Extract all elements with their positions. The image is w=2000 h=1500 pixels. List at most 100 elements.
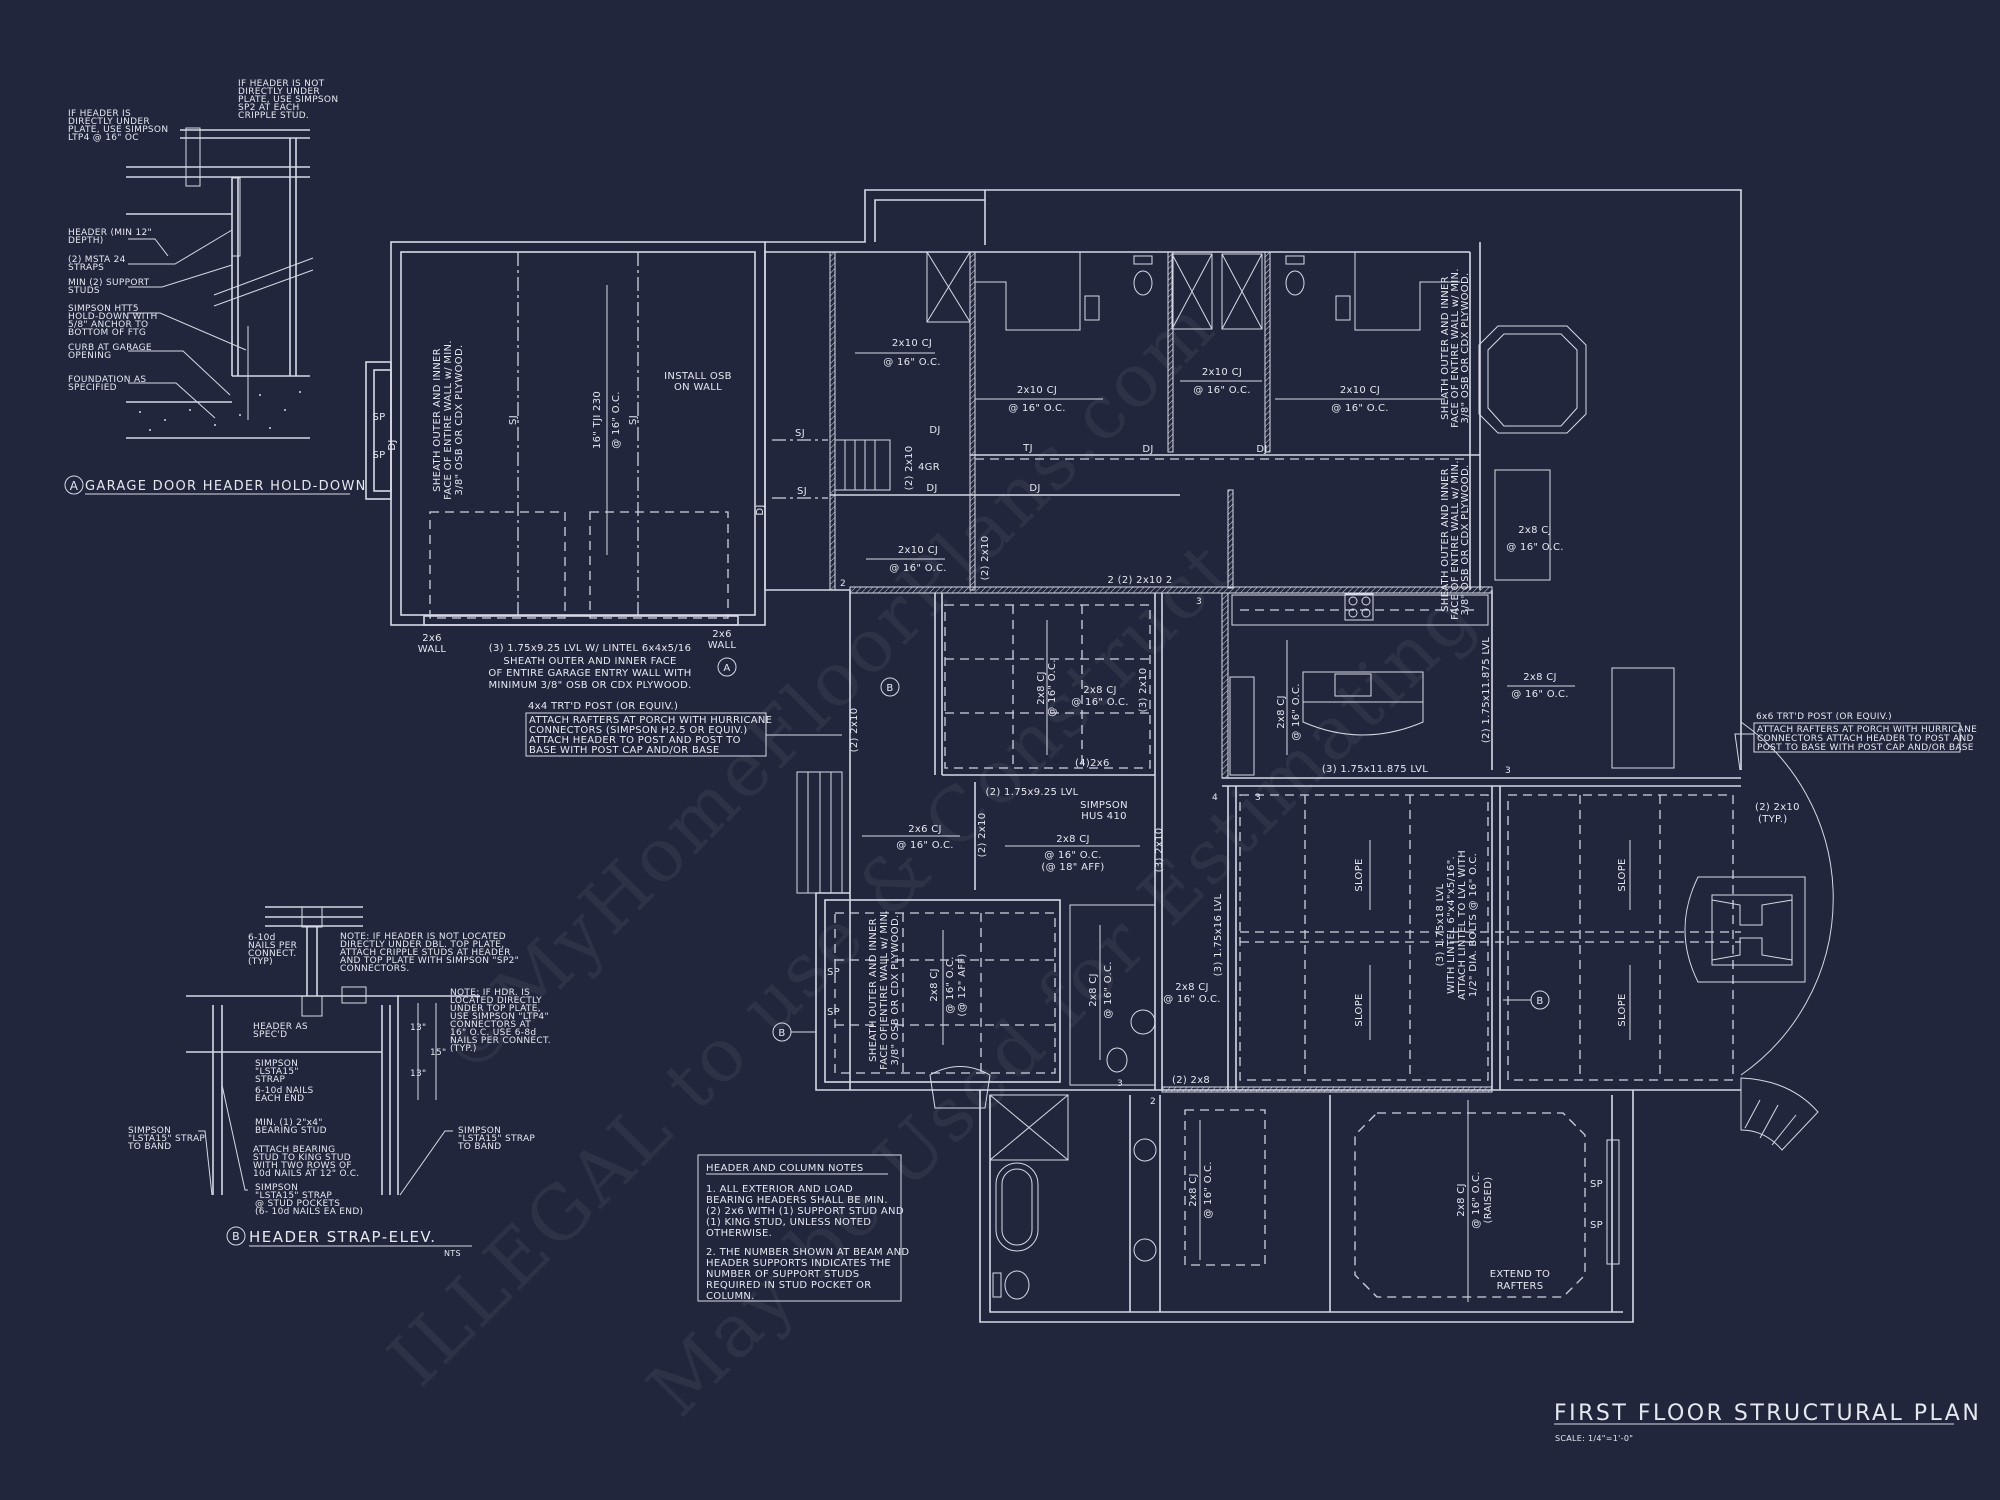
svg-text:"LSTA15": "LSTA15" xyxy=(255,1067,299,1077)
svg-text:2x10 CJ: 2x10 CJ xyxy=(898,545,938,556)
svg-text:NTS: NTS xyxy=(444,1249,461,1258)
svg-text:BASE WITH POST CAP AND/OR BASE: BASE WITH POST CAP AND/OR BASE xyxy=(529,745,720,756)
svg-text:OF ENTIRE GARAGE ENTRY WALL WI: OF ENTIRE GARAGE ENTRY WALL WITH xyxy=(488,668,691,679)
svg-text:4: 4 xyxy=(1212,793,1218,803)
svg-text:TO BAND: TO BAND xyxy=(127,1142,172,1152)
svg-text:"LSTA15" STRAP: "LSTA15" STRAP xyxy=(128,1134,205,1144)
svg-text:2x10 CJ: 2x10 CJ xyxy=(892,338,932,349)
svg-text:2x10 CJ: 2x10 CJ xyxy=(1202,367,1242,378)
svg-text:3: 3 xyxy=(1196,597,1202,607)
svg-text:@ STUD POCKETS: @ STUD POCKETS xyxy=(255,1199,340,1209)
svg-text:@ 16" O.C.: @ 16" O.C. xyxy=(1331,403,1389,414)
svg-text:10d NAILS AT 12" O.C.: 10d NAILS AT 12" O.C. xyxy=(253,1169,359,1179)
svg-text:6-10d: 6-10d xyxy=(248,933,276,943)
svg-text:ATTACH LINTEL TO LVL WITH: ATTACH LINTEL TO LVL WITH xyxy=(1457,850,1468,1000)
svg-text:2x8 CJ: 2x8 CJ xyxy=(1188,1173,1199,1207)
svg-text:(1) KING STUD, UNLESS NOTED: (1) KING STUD, UNLESS NOTED xyxy=(706,1217,871,1228)
svg-text:2x6 CJ: 2x6 CJ xyxy=(908,824,942,835)
svg-text:3/8" OSB OR CDX PLYWOOD.: 3/8" OSB OR CDX PLYWOOD. xyxy=(890,915,901,1066)
dining-coffered-ceiling xyxy=(944,604,1151,769)
svg-text:WALL: WALL xyxy=(708,640,737,651)
svg-text:2. THE NUMBER SHOWN AT BEAM AN: 2. THE NUMBER SHOWN AT BEAM AND xyxy=(706,1247,909,1258)
svg-text:LTP4 @ 16" OC: LTP4 @ 16" OC xyxy=(68,133,139,143)
svg-text:OPENING: OPENING xyxy=(68,351,111,361)
svg-text:1/2" DIA. BOLTS @ 16" O.C.: 1/2" DIA. BOLTS @ 16" O.C. xyxy=(1468,853,1479,997)
svg-text:(3) 1.75x18 LVL: (3) 1.75x18 LVL xyxy=(1435,883,1446,966)
svg-text:DJ: DJ xyxy=(929,425,940,436)
svg-text:(2) 2x10: (2) 2x10 xyxy=(977,813,988,858)
svg-text:2x10 CJ: 2x10 CJ xyxy=(1340,385,1380,396)
svg-text:13": 13" xyxy=(410,1023,427,1033)
detail-b-title: HEADER STRAP-ELEV. xyxy=(249,1228,437,1246)
svg-text:2x8 CJ: 2x8 CJ xyxy=(1088,973,1099,1007)
svg-text:FACE OF ENTIRE WALL w/ MIN.: FACE OF ENTIRE WALL w/ MIN. xyxy=(1450,460,1461,620)
svg-text:(2) 2x10: (2) 2x10 xyxy=(980,536,991,581)
svg-text:IF HEADER IS NOT: IF HEADER IS NOT xyxy=(238,79,325,89)
svg-text:(6- 10d NAILS EA END): (6- 10d NAILS EA END) xyxy=(255,1207,363,1217)
svg-text:3: 3 xyxy=(1117,1079,1123,1089)
svg-text:CONNECTORS.: CONNECTORS. xyxy=(340,964,410,974)
svg-text:DJ: DJ xyxy=(755,504,766,515)
detail-a-marker xyxy=(64,475,84,495)
svg-text:SHEATH OUTER AND INNER: SHEATH OUTER AND INNER xyxy=(868,918,879,1062)
svg-text:2x8 CJ: 2x8 CJ xyxy=(1518,525,1552,536)
svg-text:(3) 2x10: (3) 2x10 xyxy=(1138,668,1149,713)
svg-text:SLOPE: SLOPE xyxy=(1617,858,1628,891)
svg-text:DIRECTLY UNDER: DIRECTLY UNDER xyxy=(238,87,320,97)
svg-text:SIMPSON: SIMPSON xyxy=(1080,800,1128,811)
porch-note-right: 6x6 TRT'D POST (OR EQUIV.) ATTACH RAFTER… xyxy=(1734,712,1977,771)
svg-text:DIRECTLY UNDER DBL. TOP PLATE,: DIRECTLY UNDER DBL. TOP PLATE, xyxy=(340,940,504,950)
svg-text:B: B xyxy=(1536,996,1543,1007)
svg-text:SP: SP xyxy=(827,1007,840,1018)
svg-text:CONNECTORS AT: CONNECTORS AT xyxy=(450,1020,531,1030)
svg-text:EXTEND TO: EXTEND TO xyxy=(1490,1269,1550,1280)
porch-note-left: 4x4 TRT'D POST (OR EQUIV.) ATTACH RAFTER… xyxy=(525,701,842,757)
svg-text:SPEC'D: SPEC'D xyxy=(253,1030,287,1040)
svg-text:@ 16" O.C.: @ 16" O.C. xyxy=(1047,659,1058,717)
svg-text:2x8 CJ: 2x8 CJ xyxy=(1523,672,1557,683)
svg-text:TJ: TJ xyxy=(1022,443,1033,454)
svg-text:NOTE: IF HEADER IS NOT LOCATED: NOTE: IF HEADER IS NOT LOCATED xyxy=(340,932,506,942)
svg-text:4x4 TRT'D POST (OR EQUIV.): 4x4 TRT'D POST (OR EQUIV.) xyxy=(528,701,678,712)
svg-text:@ 16" O.C.: @ 16" O.C. xyxy=(896,840,954,851)
svg-text:HEADER AND COLUMN NOTES: HEADER AND COLUMN NOTES xyxy=(706,1163,864,1174)
svg-text:SP: SP xyxy=(373,450,386,461)
svg-text:DIRECTLY UNDER: DIRECTLY UNDER xyxy=(68,117,150,127)
svg-text:SJ: SJ xyxy=(508,415,519,425)
svg-text:MIN (2) SUPPORT: MIN (2) SUPPORT xyxy=(68,278,150,288)
svg-text:2x8 CJ: 2x8 CJ xyxy=(1276,695,1287,729)
main-living-areas: 2x8 CJ @ 16" O.C. (3) 2x10 B (2) 2x10 2x8… xyxy=(765,579,1834,1151)
svg-text:POST TO BASE WITH POST CAP AND: POST TO BASE WITH POST CAP AND/OR BASE xyxy=(1757,743,1974,753)
svg-text:MIN. (1) 2"x4": MIN. (1) 2"x4" xyxy=(255,1118,323,1128)
svg-text:WITH TWO ROWS OF: WITH TWO ROWS OF xyxy=(253,1161,352,1171)
bedroom-wing: 2x10 CJ @ 16" O.C. 2x10 CJ @ 16" O.C. 2x10… xyxy=(765,189,1742,770)
svg-text:B: B xyxy=(232,1230,240,1243)
svg-text:SIMPSON: SIMPSON xyxy=(458,1126,501,1136)
svg-text:OTHERWISE.: OTHERWISE. xyxy=(706,1228,772,1239)
svg-text:(3) 1.75x11.875 LVL: (3) 1.75x11.875 LVL xyxy=(1322,764,1428,775)
svg-text:HUS 410: HUS 410 xyxy=(1081,811,1127,822)
svg-text:DJ: DJ xyxy=(1142,444,1153,455)
svg-text:@ 16" O.C.: @ 16" O.C. xyxy=(1511,689,1569,700)
svg-text:(2) MSTA 24: (2) MSTA 24 xyxy=(68,255,126,265)
svg-text:(2) 1.75x11.875 LVL: (2) 1.75x11.875 LVL xyxy=(1481,637,1492,743)
svg-text:(2) 2x10: (2) 2x10 xyxy=(1755,802,1800,813)
svg-text:2x8 CJ: 2x8 CJ xyxy=(929,968,940,1002)
svg-text:@ 16" O.C.: @ 16" O.C. xyxy=(1044,850,1102,861)
svg-text:@ 16" O.C.: @ 16" O.C. xyxy=(1163,994,1221,1005)
svg-text:(2) 2x6 WITH (1) SUPPORT STUD: (2) 2x6 WITH (1) SUPPORT STUD AND xyxy=(706,1206,904,1217)
svg-text:@ 16" O.C.: @ 16" O.C. xyxy=(1506,542,1564,553)
svg-text:SLOPE: SLOPE xyxy=(1617,993,1628,1026)
svg-text:STUD TO KING STUD: STUD TO KING STUD xyxy=(253,1153,351,1163)
svg-text:AND TOP PLATE WITH SIMPSON "SP: AND TOP PLATE WITH SIMPSON "SP2" xyxy=(340,956,519,966)
svg-text:2x8 CJ: 2x8 CJ xyxy=(1456,1183,1467,1217)
svg-text:BEARING HEADERS SHALL BE MIN.: BEARING HEADERS SHALL BE MIN. xyxy=(706,1195,888,1206)
svg-text:DJ: DJ xyxy=(1256,444,1267,455)
svg-text:NOTE: IF HDR. IS: NOTE: IF HDR. IS xyxy=(450,988,530,998)
svg-text:(2) 2x10: (2) 2x10 xyxy=(904,446,915,491)
svg-text:2x6: 2x6 xyxy=(712,629,732,640)
svg-text:2x10 CJ: 2x10 CJ xyxy=(1017,385,1057,396)
